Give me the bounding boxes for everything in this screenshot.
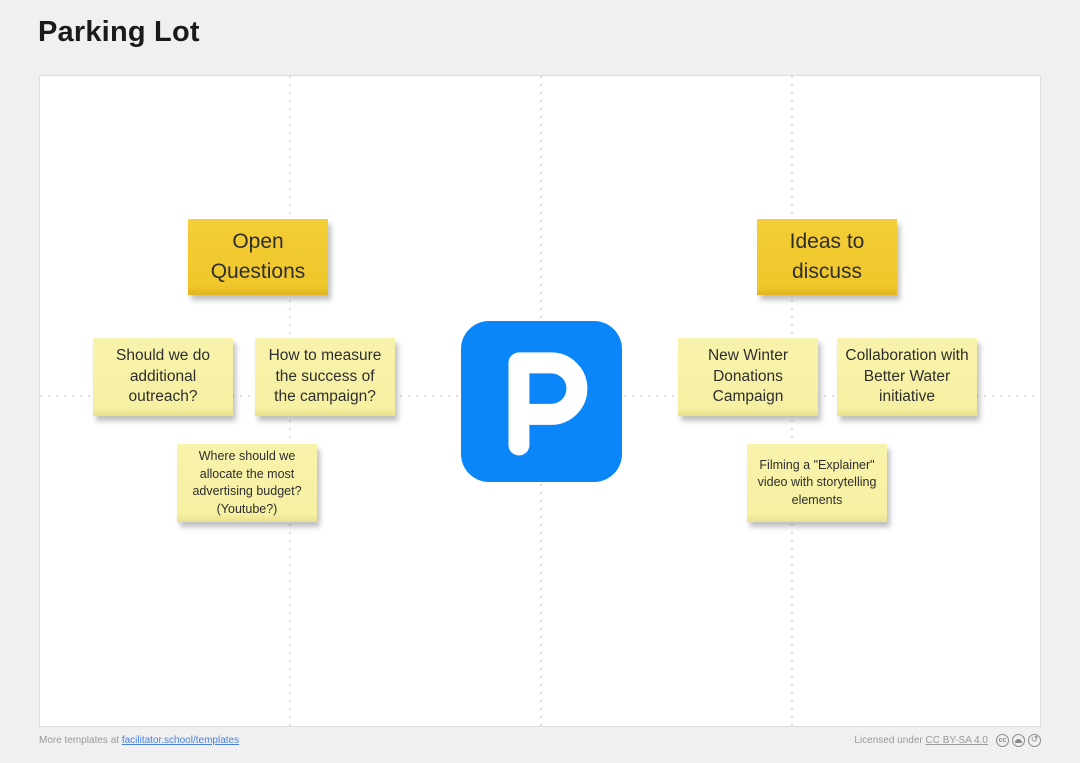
- page-title: Parking Lot: [38, 16, 200, 48]
- share-alike-icon: ↺: [1028, 733, 1041, 747]
- more-templates-text: More templates at: [39, 734, 122, 746]
- sticky-note-measure-success[interactable]: How to measure the success of the campai…: [255, 338, 395, 416]
- sticky-note-ideas-to-discuss[interactable]: Ideas to discuss: [757, 219, 897, 295]
- license-link[interactable]: CC BY-SA 4.0: [925, 734, 988, 746]
- cc-icon: cc: [996, 733, 1009, 747]
- sticky-note-new-winter-campaign[interactable]: New Winter Donations Campaign: [678, 338, 818, 416]
- licensed-under-text: Licensed under: [854, 734, 926, 746]
- sticky-note-better-water-collab[interactable]: Collaboration with Better Water initiati…: [837, 338, 977, 416]
- footer-more-templates: More templates at facilitator.school/tem…: [39, 735, 239, 746]
- templates-link[interactable]: facilitator.school/templates: [121, 734, 240, 746]
- footer-license: Licensed under CC BY-SA 4.0 cc ↺: [854, 733, 1041, 747]
- sticky-note-advertising-budget[interactable]: Where should we allocate the most advert…: [177, 444, 317, 522]
- sticky-note-additional-outreach[interactable]: Should we do additional outreach?: [93, 338, 233, 416]
- license-icons: cc ↺: [993, 733, 1041, 747]
- parking-p-icon: [461, 321, 622, 482]
- footer: More templates at facilitator.school/tem…: [39, 731, 1041, 749]
- sticky-note-open-questions[interactable]: Open Questions: [188, 219, 328, 295]
- whiteboard-canvas: Open Questions Ideas to discuss Should w…: [39, 75, 1041, 727]
- sticky-note-explainer-video[interactable]: Filming a "Explainer" video with storyte…: [747, 444, 887, 522]
- attribution-person-icon: [1012, 733, 1025, 747]
